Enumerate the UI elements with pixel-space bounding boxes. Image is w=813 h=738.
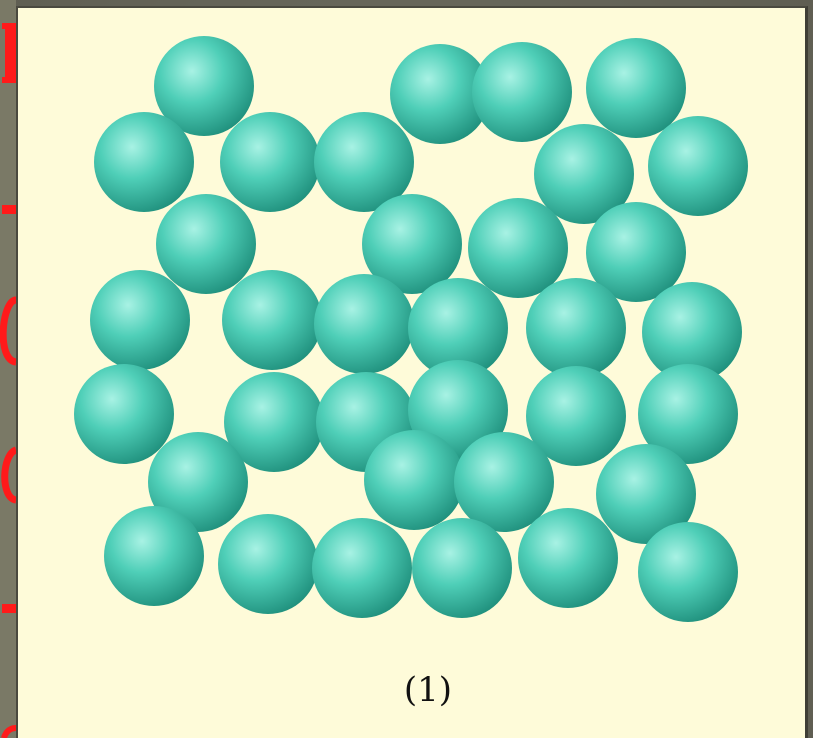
diagram-panel: (1)	[16, 6, 808, 738]
sphere	[638, 364, 738, 464]
sphere	[156, 194, 256, 294]
sphere	[526, 366, 626, 466]
sphere	[74, 364, 174, 464]
sphere	[526, 278, 626, 378]
sphere	[94, 112, 194, 212]
red-glyph-4	[1, 446, 16, 504]
sphere	[312, 518, 412, 618]
sphere	[534, 124, 634, 224]
red-glyph-6	[1, 725, 16, 738]
sphere	[638, 522, 738, 622]
sphere	[586, 38, 686, 138]
sphere	[90, 270, 190, 370]
red-glyph-5	[2, 604, 16, 613]
sphere	[362, 194, 462, 294]
sphere	[412, 518, 512, 618]
sphere	[104, 506, 204, 606]
sphere	[642, 282, 742, 382]
red-glyph-2	[2, 205, 16, 214]
sphere	[596, 444, 696, 544]
red-glyph-3	[0, 296, 16, 366]
sphere	[518, 508, 618, 608]
sphere	[314, 112, 414, 212]
sphere-group	[74, 36, 748, 622]
sphere	[468, 198, 568, 298]
sphere	[222, 270, 322, 370]
sphere	[408, 278, 508, 378]
sphere	[148, 432, 248, 532]
sphere	[586, 202, 686, 302]
cropped-red-glyphs	[0, 23, 16, 738]
sphere	[454, 432, 554, 532]
sphere	[218, 514, 318, 614]
sphere-packing-diagram	[74, 36, 748, 622]
red-glyph-1	[2, 23, 16, 83]
sphere	[224, 372, 324, 472]
sphere	[472, 42, 572, 142]
left-edge-strip	[0, 0, 16, 738]
sphere	[220, 112, 320, 212]
figure-caption: (1)	[403, 670, 453, 710]
sphere	[314, 274, 414, 374]
sphere	[364, 430, 464, 530]
sphere	[648, 116, 748, 216]
sphere	[154, 36, 254, 136]
sphere	[390, 44, 490, 144]
